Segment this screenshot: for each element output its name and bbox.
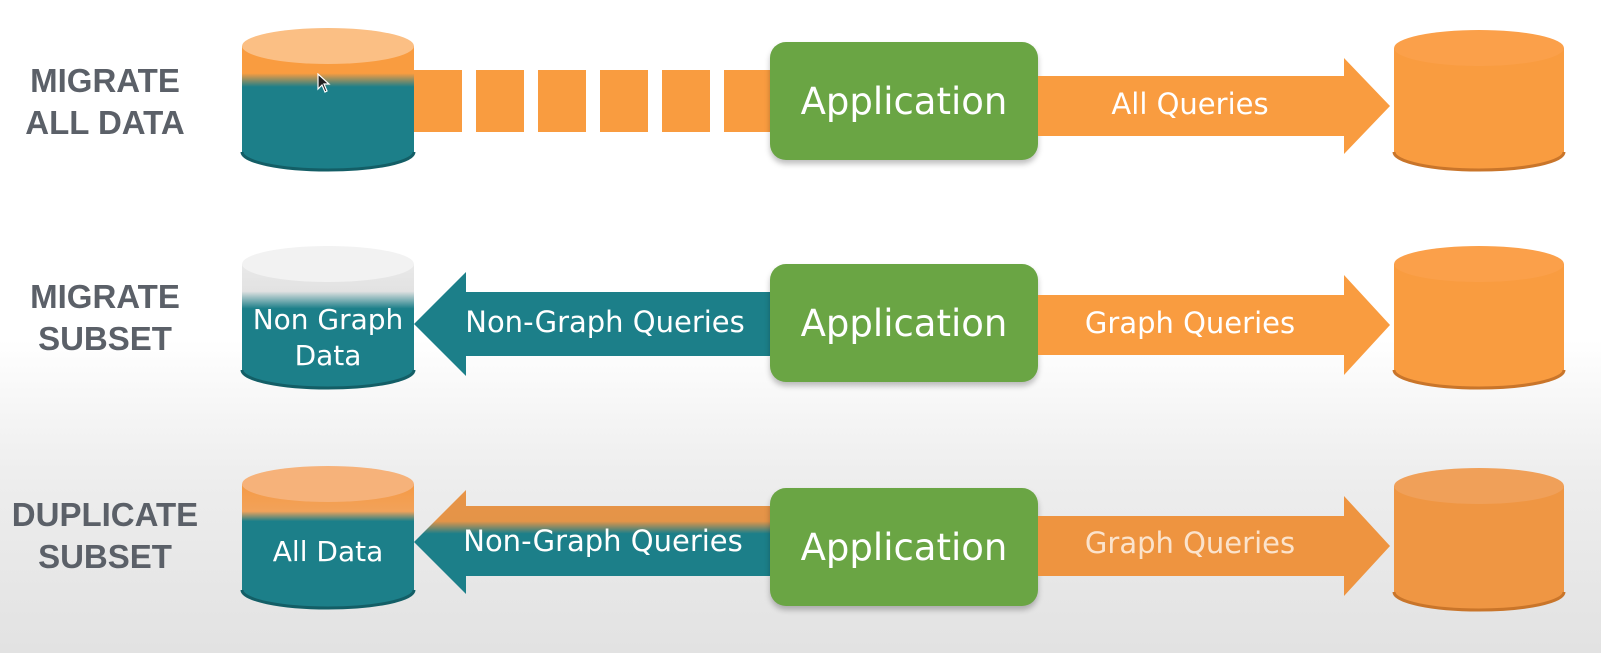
source-database-label-line1: Non Graph xyxy=(252,303,404,336)
migration-dashes xyxy=(414,70,774,132)
target-database xyxy=(1392,468,1566,612)
row-label-line1: DUPLICATE xyxy=(11,496,199,533)
row-label-line2: SUBSET xyxy=(38,538,172,575)
right-arrow xyxy=(1038,58,1390,154)
row-label: DUPLICATE SUBSET xyxy=(0,494,210,578)
application-box: Application xyxy=(770,264,1038,382)
application-label: Application xyxy=(800,525,1008,569)
left-arrow xyxy=(414,272,774,376)
application-box: Application xyxy=(770,488,1038,606)
left-arrow-label: Non-Graph Queries xyxy=(465,305,745,339)
right-arrow-label: All Queries xyxy=(1111,87,1269,121)
application-box: Application xyxy=(770,42,1038,160)
source-database xyxy=(240,246,416,390)
source-database xyxy=(240,466,416,610)
source-database-label: All Data xyxy=(272,535,384,568)
row-label-line1: MIGRATE xyxy=(30,62,180,99)
left-arrow xyxy=(414,490,774,594)
row-label-line1: MIGRATE xyxy=(30,278,180,315)
row-migrate-subset: MIGRATE SUBSET Non Graph Data Non-Graph … xyxy=(0,220,1601,420)
source-database xyxy=(240,28,416,172)
right-arrow-label: Graph Queries xyxy=(1084,526,1296,560)
source-database-label: Non Graph Data xyxy=(238,302,418,374)
row-migrate-all-data: MIGRATE ALL DATA Application All Queries xyxy=(0,0,1601,200)
application-label: Application xyxy=(800,79,1008,123)
right-arrow-label: Graph Queries xyxy=(1084,306,1296,340)
left-arrow-label: Non-Graph Queries xyxy=(463,524,743,558)
right-arrow xyxy=(1038,496,1390,596)
row-label: MIGRATE SUBSET xyxy=(0,276,210,360)
row-label-line2: ALL DATA xyxy=(25,104,185,141)
application-label: Application xyxy=(800,301,1008,345)
row-label: MIGRATE ALL DATA xyxy=(0,60,210,144)
row-label-line2: SUBSET xyxy=(38,320,172,357)
right-arrow xyxy=(1038,275,1390,375)
target-database xyxy=(1392,30,1566,172)
source-database-label-line2: Data xyxy=(294,339,362,372)
row-duplicate-subset: DUPLICATE SUBSET All Data Non xyxy=(0,444,1601,644)
target-database xyxy=(1392,246,1566,390)
mouse-pointer-icon xyxy=(317,73,331,93)
